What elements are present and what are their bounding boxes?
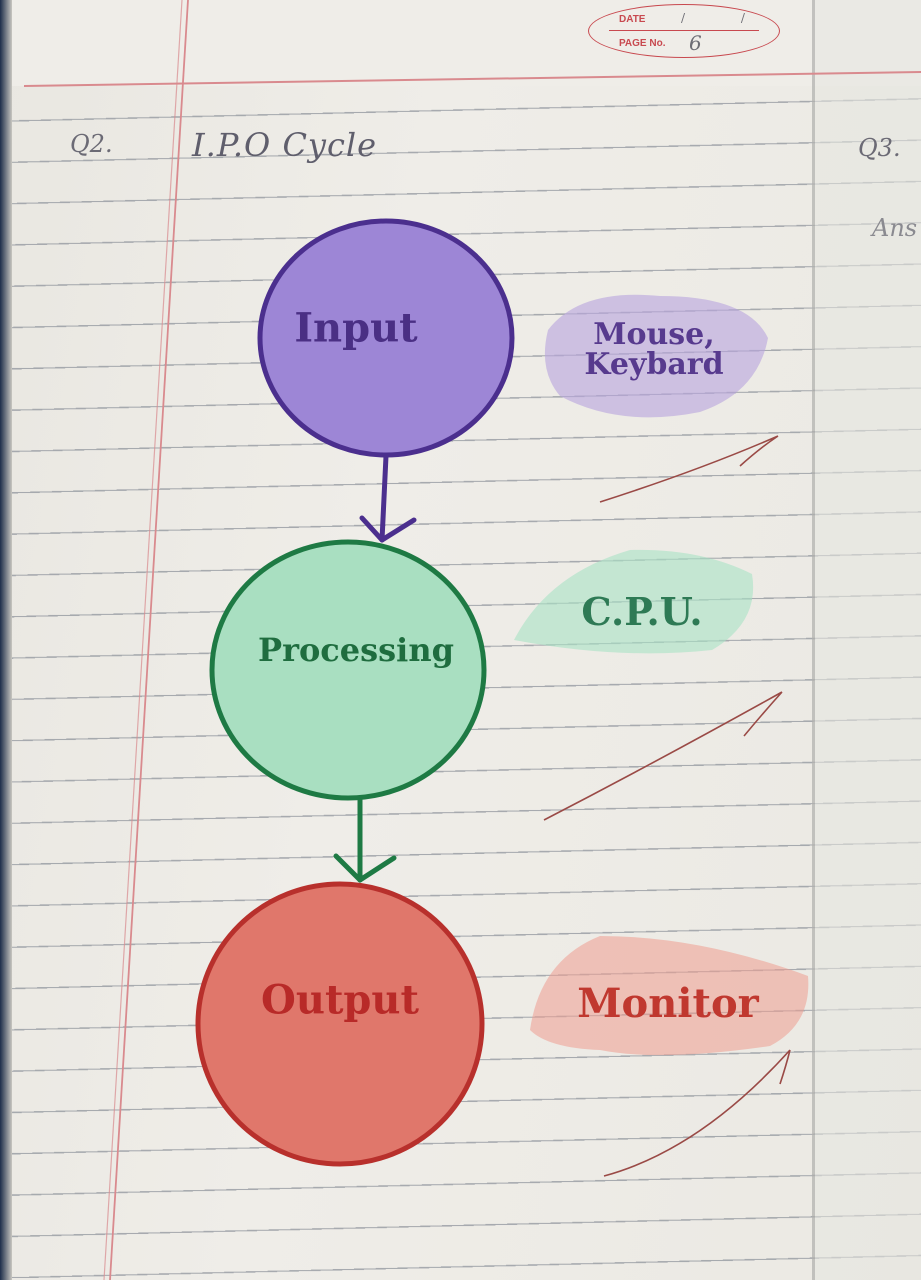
- next-answer-fragment: Ans: [872, 214, 918, 242]
- stamp-divider: [609, 30, 759, 31]
- input-example-label: Mouse, Keybard: [584, 317, 724, 382]
- output-node: [195, 881, 485, 1167]
- top-margin-line: [23, 71, 921, 87]
- date-page-stamp: DATE / / PAGE No. 6: [588, 4, 780, 58]
- processing-example-highlight: [514, 549, 754, 654]
- page-number-label: PAGE No.: [619, 38, 666, 49]
- processing-arrowhead: [333, 853, 397, 883]
- output-node-label: Output: [261, 976, 419, 1024]
- facing-page-edge: [812, 0, 921, 1280]
- processing-pointer-arrow: [543, 691, 783, 821]
- left-margin-line-inner: [103, 0, 183, 1280]
- input-arrowhead: [359, 515, 417, 543]
- left-margin-line: [109, 0, 189, 1280]
- next-question-number: Q3.: [858, 134, 901, 162]
- question-number: Q2.: [70, 130, 113, 158]
- output-example-highlight: [530, 936, 809, 1056]
- notebook-spine: [0, 0, 12, 1280]
- processing-example-label: C.P.U.: [581, 589, 703, 634]
- input-node-label: Input: [294, 304, 418, 352]
- processing-node-label: Processing: [258, 631, 454, 669]
- output-pointer-arrow: [603, 1049, 791, 1177]
- question-title: I.P.O Cycle: [192, 126, 378, 164]
- output-example-label: Monitor: [577, 980, 759, 1027]
- processing-node: [209, 539, 487, 801]
- date-label: DATE: [619, 14, 646, 25]
- date-value: / /: [681, 11, 771, 25]
- input-example-highlight: [544, 294, 768, 418]
- input-to-processing-arrow: [379, 453, 389, 543]
- page-number-value: 6: [689, 31, 702, 55]
- input-pointer-arrow: [599, 435, 779, 503]
